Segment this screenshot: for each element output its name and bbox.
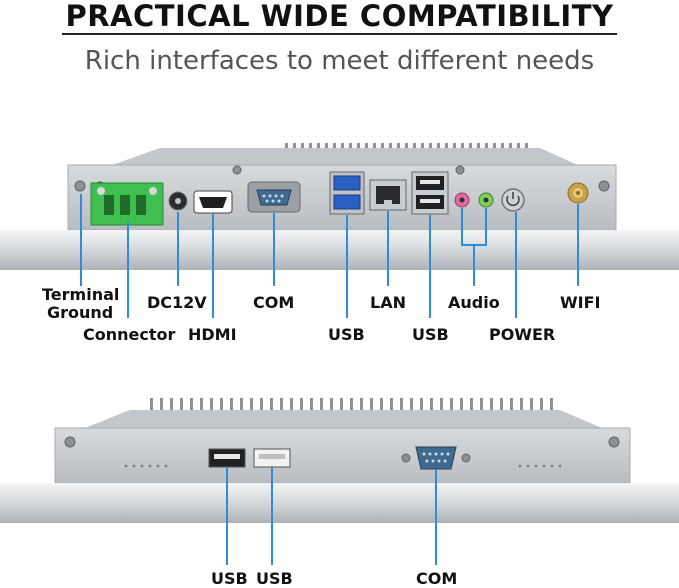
vent-dots-left (124, 464, 168, 468)
hdmi-port-icon (193, 190, 233, 214)
usb2-port-stack-icon (411, 171, 449, 215)
label-com: COM (253, 293, 295, 312)
label-hdmi: HDMI (188, 325, 237, 344)
label-terminal-ground-line1: Terminal (42, 285, 120, 304)
screw-icon (64, 436, 76, 448)
label-usb-right: USB (412, 325, 449, 344)
power-button-icon (501, 188, 525, 212)
label-lan: LAN (370, 293, 406, 312)
label-usb-left: USB (328, 325, 365, 344)
usb-port-icon (253, 448, 291, 468)
label-com-bottom: COM (416, 569, 458, 588)
top-panel (0, 143, 679, 318)
bottom-leader-lines (226, 467, 437, 565)
usb-port-icon (208, 448, 246, 468)
label-dc12v: DC12V (147, 293, 207, 312)
bottom-bezel-bar (0, 483, 679, 523)
screw-icon (232, 165, 242, 175)
title-underline (62, 33, 617, 35)
wifi-antenna-connector-icon (567, 182, 589, 204)
label-audio: Audio (448, 293, 500, 312)
usb3-port-stack-icon (329, 171, 365, 215)
label-terminal-ground-line2: Ground (47, 303, 114, 322)
label-usb-1: USB (211, 569, 248, 588)
label-power: POWER (489, 325, 556, 344)
screw-icon (455, 165, 465, 175)
screw-icon (608, 436, 620, 448)
page-title: PRACTICAL WIDE COMPATIBILITY (65, 0, 614, 33)
label-usb-2: USB (256, 569, 293, 588)
bottom-heatsink-fins (150, 398, 553, 412)
com-port-icon (247, 181, 301, 213)
vent-dots-right (518, 464, 562, 468)
dc-power-jack-icon (168, 191, 188, 211)
top-leader-lines (80, 194, 579, 318)
com-port-icon (401, 446, 471, 470)
label-wifi: WIFI (560, 293, 601, 312)
screw-icon (74, 180, 86, 192)
label-connector: Connector (83, 325, 176, 344)
page-subtitle: Rich interfaces to meet different needs (84, 46, 595, 76)
bottom-chassis-rear-face (54, 427, 631, 484)
screw-icon (598, 180, 610, 192)
bottom-panel (0, 398, 679, 565)
terminal-block-connector-icon (90, 182, 164, 226)
lan-port-icon (369, 179, 407, 211)
top-bezel-bar (0, 230, 679, 270)
